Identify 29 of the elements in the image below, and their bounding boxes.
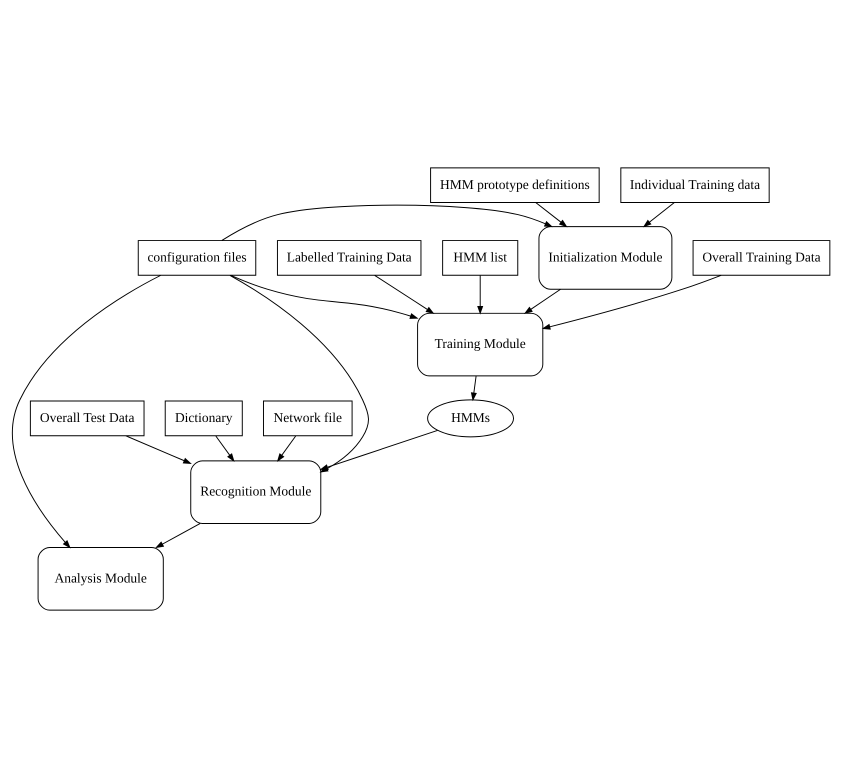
node-box: Labelled Training Data	[276, 240, 422, 276]
node-box: configuration files	[138, 240, 256, 276]
node-box: HMM prototype definitions	[430, 167, 600, 204]
arrow	[524, 288, 562, 314]
arrow	[221, 204, 554, 241]
arrow	[276, 436, 296, 462]
node-box: Training Module	[417, 312, 544, 376]
arrow	[215, 436, 235, 462]
node-box: Network file	[263, 400, 353, 436]
node-ellipse: HMMs	[427, 399, 514, 438]
arrow	[155, 523, 201, 548]
arrow	[470, 376, 477, 402]
node-box: Overall Test Data	[30, 400, 145, 436]
node-box: Recognition Module	[190, 460, 322, 524]
arrow	[477, 275, 484, 315]
arrow	[125, 435, 192, 464]
arrow	[542, 274, 722, 330]
arrow	[642, 202, 675, 228]
node-box: HMM list	[442, 240, 518, 276]
node-box: Individual Training data	[620, 167, 770, 204]
arrow	[12, 274, 162, 549]
node-box: Overall Training Data	[692, 240, 830, 276]
arrow	[320, 430, 438, 470]
arrow	[230, 274, 419, 319]
node-box: Analysis Module	[38, 547, 164, 611]
arrow	[535, 202, 568, 228]
node-box: Initialization Module	[538, 226, 672, 290]
arrow	[374, 274, 434, 314]
node-box: Dictionary	[164, 400, 243, 436]
